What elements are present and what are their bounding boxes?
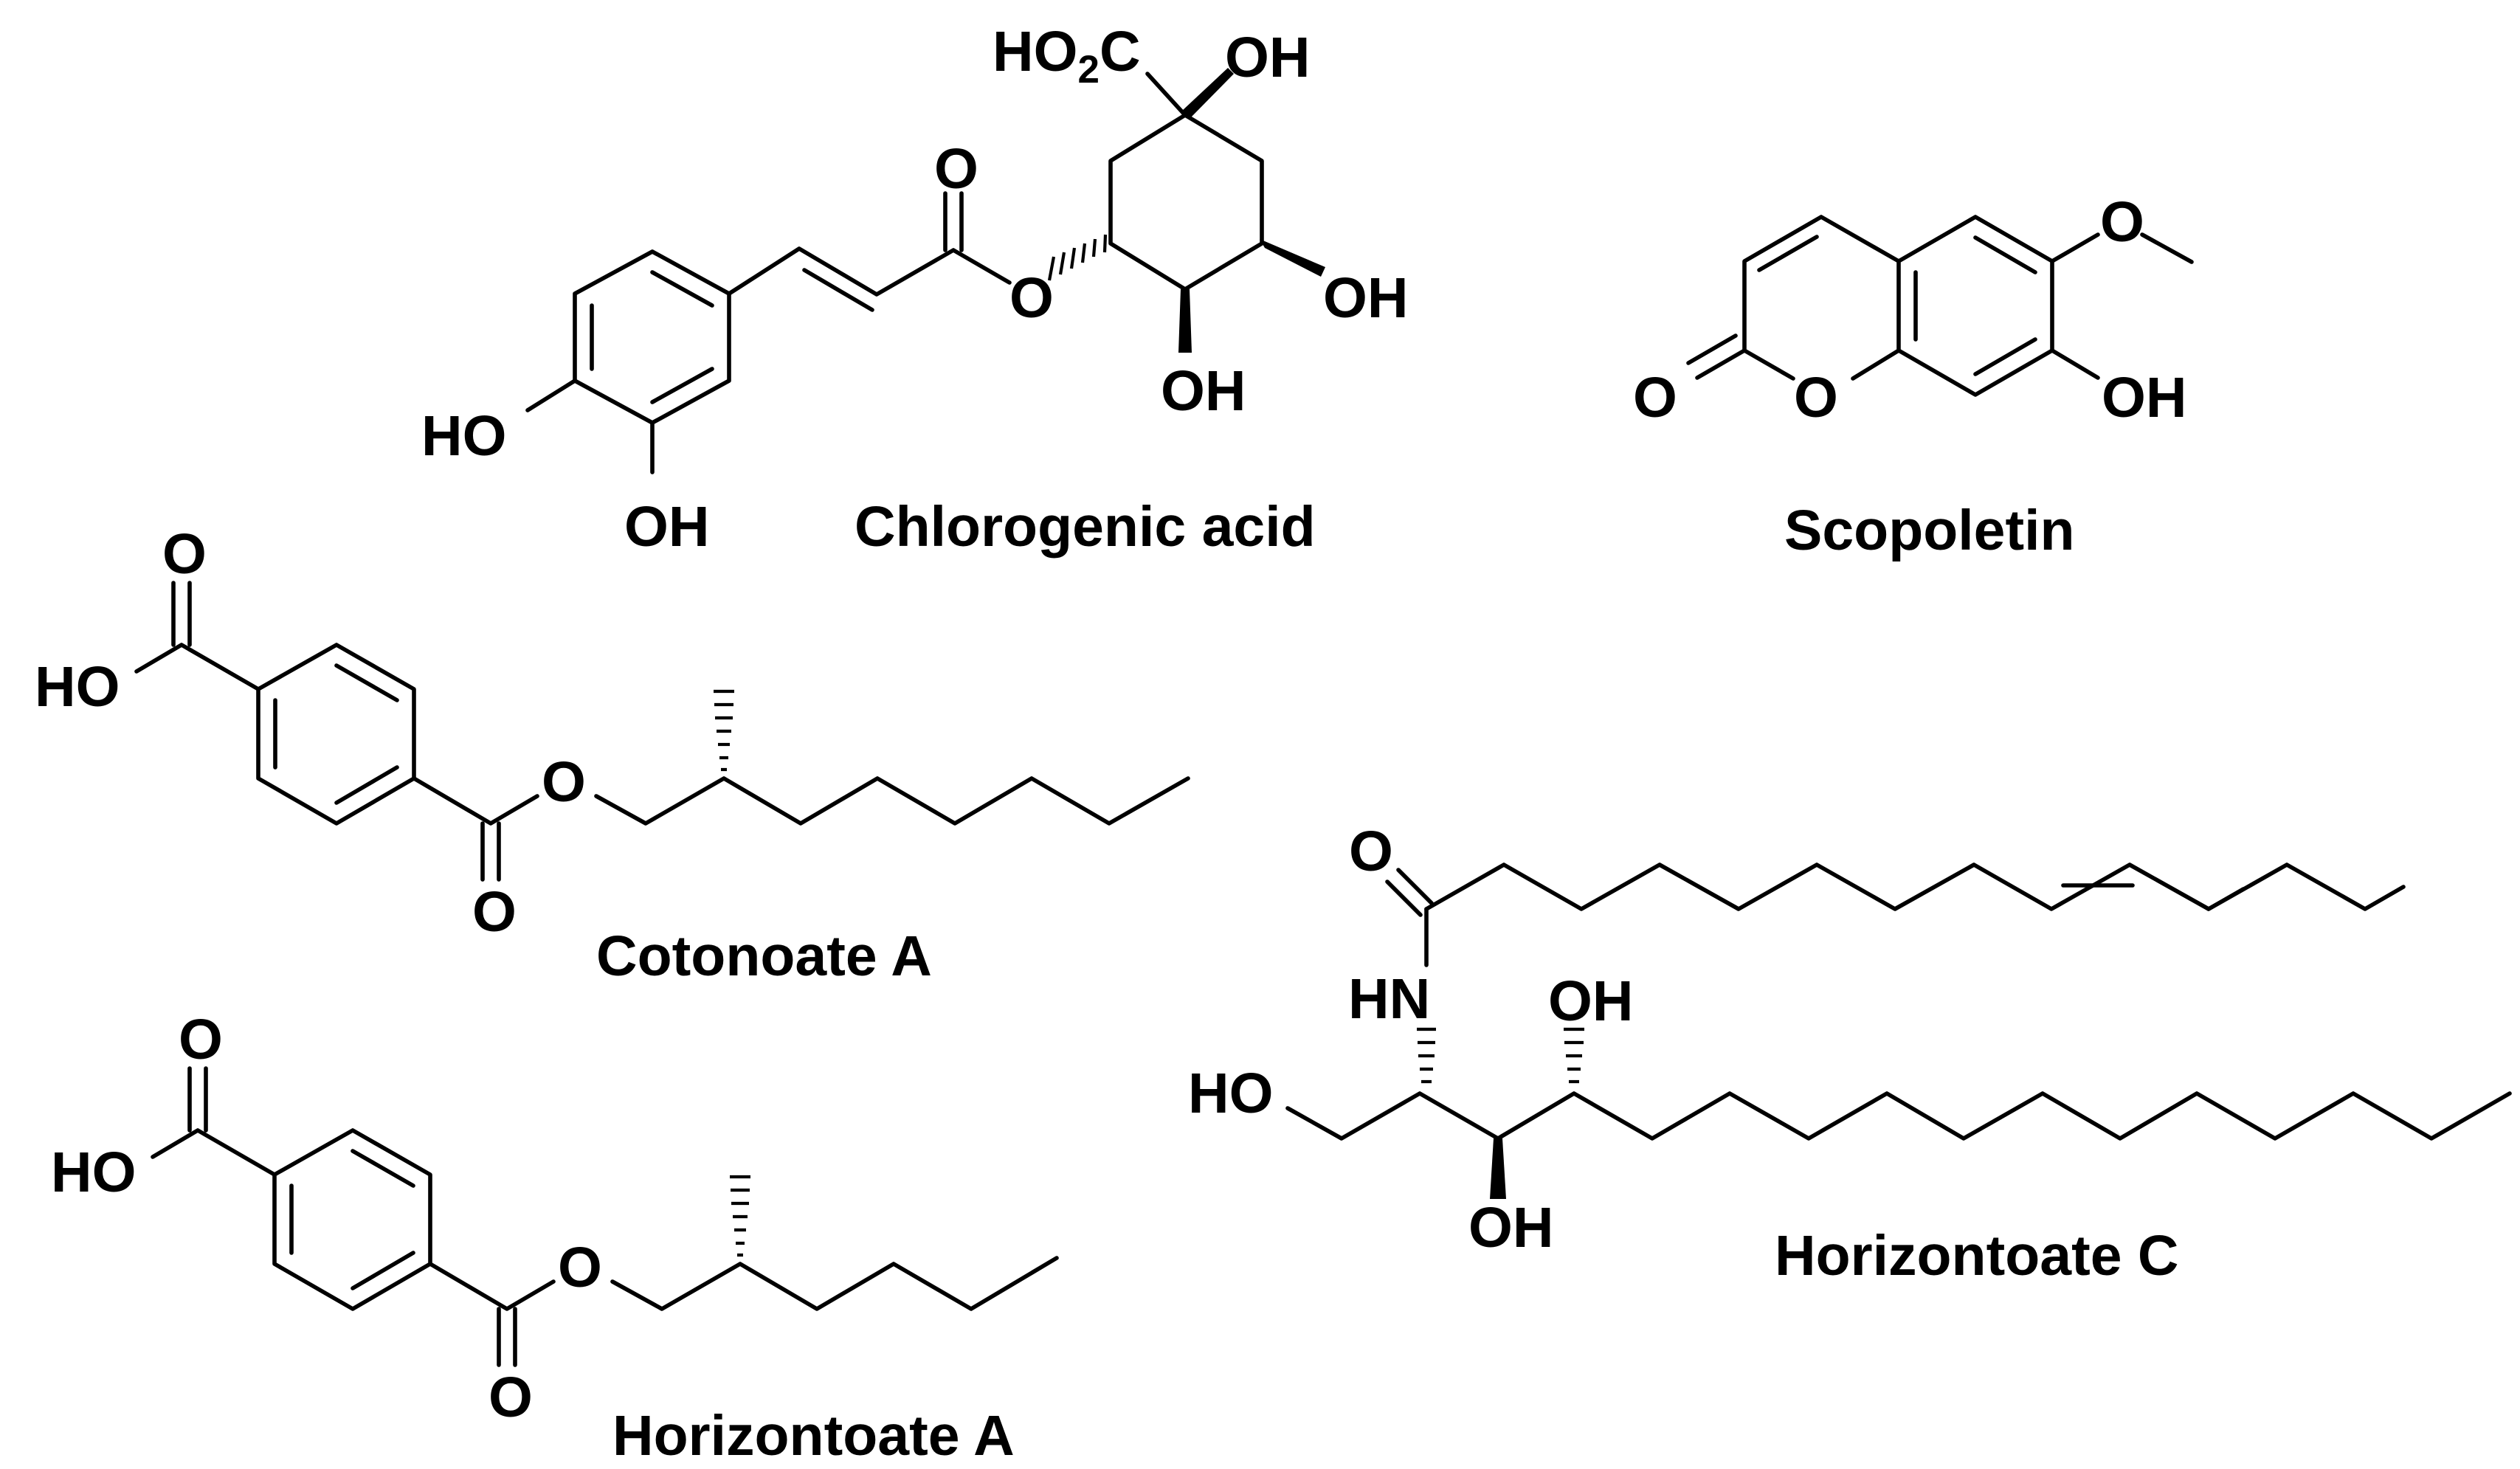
- cotonoate-acid-bonds: [134, 581, 260, 691]
- c1-oh-label: OH: [1225, 26, 1311, 89]
- hash-c3-ester-o: [1047, 234, 1108, 281]
- horizontoate-a-hash-methyl: [730, 1175, 750, 1257]
- catechol-ring-inner-bonds: [590, 270, 714, 404]
- ester-carbonyl: [943, 191, 964, 252]
- catechol-ring: [573, 249, 731, 425]
- horizontoate-a-ester-bonds: [428, 1262, 556, 1367]
- horizontoate-c-oh-top-label: OH: [1548, 969, 1634, 1033]
- scopoletin-carbonyl: [1686, 333, 1747, 380]
- c4-oh-label: OH: [1161, 359, 1246, 423]
- catechol-oh-bonds: [525, 379, 655, 474]
- scopoletin-ring-o-label: O: [1794, 366, 1838, 429]
- c5-oh-label: OH: [1323, 266, 1409, 330]
- catechol-oh-label: OH: [624, 495, 710, 559]
- horizontoate-c-hash-c4-oh: [1564, 1027, 1584, 1084]
- horizontoate-a-alkyl-chain: [610, 1256, 1059, 1311]
- scopoletin-oh-label: OH: [2102, 366, 2187, 429]
- horizontoate-c-hash-c2-n: [1417, 1027, 1436, 1084]
- quinic-ring: [1108, 113, 1264, 291]
- cotonoate-alkyl-chain: [594, 776, 1190, 826]
- carboxyl-ho-label: HO2C: [993, 20, 1141, 91]
- horizontoate-c-amide-o-label: O: [1349, 820, 1393, 883]
- cotonoate-acid-ho-label: HO: [35, 655, 120, 719]
- horizontoate-c-backbone: [1285, 1091, 2512, 1141]
- horizontoate-a-acid-ho-label: HO: [51, 1141, 137, 1204]
- horizontoate-a-benzene-inner: [289, 1149, 415, 1290]
- scopoletin-structure: O O O OH Scopoletin: [1633, 190, 2194, 562]
- cotonoate-a-name: Cotonoate A: [596, 924, 932, 988]
- ester-o-label: O: [1009, 266, 1054, 330]
- horizontoate-c-wedge-c3-oh: [1490, 1138, 1506, 1199]
- propenoyl-chain: [727, 246, 1012, 297]
- horizontoate-c-acyl-chain: [1424, 863, 2406, 911]
- horizontoate-a-acid-o-label: O: [179, 1008, 223, 1071]
- cotonoate-hash-methyl: [714, 689, 734, 772]
- chlorogenic-acid-structure: HO2C OH O O OH OH HO OH Chlorogenic acid: [421, 20, 1409, 559]
- scopoletin-name: Scopoletin: [1784, 499, 2075, 562]
- cotonoate-ester-o-label: O: [542, 750, 586, 814]
- chlorogenic-acid-name: Chlorogenic acid: [855, 495, 1316, 559]
- horizontoate-a-name: Horizontoate A: [612, 1404, 1015, 1468]
- wedge-c1-oh: [1182, 68, 1234, 120]
- scopoletin-pyranone-double: [1757, 235, 1819, 272]
- horizontoate-a-acid-bonds: [151, 1066, 277, 1177]
- scopoletin-benzene-inner: [1913, 235, 2037, 376]
- horizontoate-c-oh-bottom-label: OH: [1468, 1196, 1554, 1259]
- scopoletin-carbonyl-o-label: O: [1633, 366, 1677, 429]
- horizontoate-c-name: Horizontoate C: [1775, 1224, 2179, 1287]
- carboxyl-bond: [1145, 72, 1187, 117]
- ester-carbonyl-o-label: O: [934, 137, 978, 201]
- horizontoate-c-amide-carbonyl: [1385, 868, 1434, 917]
- cotonoate-benzene-inner: [273, 663, 399, 805]
- cotonoate-acid-o-label: O: [162, 522, 207, 586]
- scopoletin-methoxy-o-label: O: [2100, 190, 2144, 254]
- horizontoate-c-hn-label: HN: [1348, 967, 1430, 1031]
- cotonoate-carbonyl-o-label: O: [472, 880, 517, 944]
- catechol-ho-label: HO: [421, 404, 507, 468]
- horizontoate-a-carbonyl-o-label: O: [489, 1366, 533, 1429]
- cotonoate-ester-bonds: [412, 776, 539, 882]
- wedge-c5-oh: [1260, 239, 1325, 277]
- trans-double-bond-inner: [802, 268, 874, 312]
- scopoletin-benzene-ring: [1896, 215, 2054, 397]
- wedge-c4-oh: [1178, 289, 1192, 353]
- horizontoate-c-ch3-end: [2206, 887, 2245, 911]
- cotonoate-a-structure: O HO O O Cotonoate A: [35, 522, 1190, 988]
- horizontoate-a-structure: O HO O O Horizontoate A: [51, 1008, 1059, 1468]
- scopoletin-pyranone-ring: [1742, 215, 1901, 381]
- horizontoate-c-ho-left-label: HO: [1188, 1062, 1274, 1125]
- scopoletin-oh-bond: [2050, 348, 2100, 380]
- horizontoate-a-ester-o-label: O: [558, 1236, 602, 1299]
- scopoletin-methoxy: [2050, 232, 2194, 264]
- horizontoate-c-structure: O HN OH HO OH Horizontoate C: [1188, 820, 2512, 1287]
- cotonoate-benzene-ring: [256, 643, 416, 826]
- horizontoate-a-benzene-ring: [272, 1128, 432, 1311]
